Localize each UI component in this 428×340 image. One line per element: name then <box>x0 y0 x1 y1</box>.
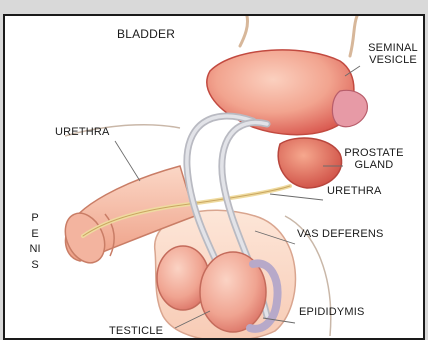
anatomy-illustration <box>5 16 425 340</box>
label-urethra-left: URETHRA <box>55 126 110 138</box>
label-prostate-gland: PROSTATE GLAND <box>341 147 407 171</box>
label-prostate-line1: PROSTATE <box>341 147 407 159</box>
label-prostate-line2: GLAND <box>341 159 407 171</box>
label-seminal-vesicle: SEMINAL VESICLE <box>365 42 421 66</box>
label-urethra-right: URETHRA <box>327 185 382 197</box>
prostate-shape <box>278 138 341 188</box>
bladder-shape <box>207 50 354 135</box>
seminal-vesicle-shape <box>332 90 367 126</box>
label-seminal-vesicle-line2: VESICLE <box>365 54 421 66</box>
label-penis: PENIS <box>29 211 41 273</box>
label-seminal-vesicle-line1: SEMINAL <box>365 42 421 54</box>
label-bladder: BLADDER <box>117 28 175 40</box>
diagram-panel: BLADDER SEMINAL VESICLE URETHRA PROSTATE… <box>3 14 425 340</box>
label-testicle: TESTICLE <box>109 325 163 337</box>
label-vas-deferens: VAS DEFERENS <box>297 228 384 240</box>
label-epididymis: EPIDIDYMIS <box>299 306 365 318</box>
